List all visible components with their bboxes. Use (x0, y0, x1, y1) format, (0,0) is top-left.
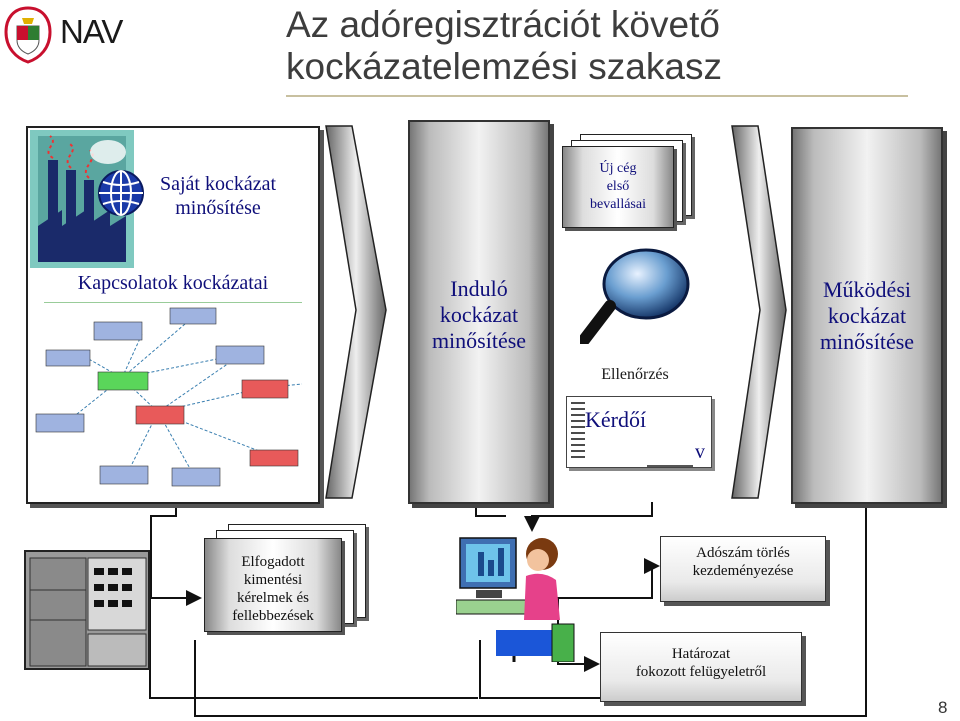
tax-number-deletion-box: Adószám törlés kezdeményezése (660, 536, 826, 602)
network-node (171, 467, 221, 487)
accepted-line-4: fellebbezések (232, 608, 314, 624)
network-node (93, 321, 143, 341)
relations-risk-label: Kapcsolatok kockázatai (77, 272, 269, 294)
operational-risk-line-2: kockázat (827, 303, 907, 328)
questionnaire-label: Kérdőí (585, 407, 647, 432)
page-title: Az adóregisztrációt követő kockázatelemz… (286, 4, 926, 88)
network-node (169, 307, 217, 325)
answer-line (647, 465, 693, 467)
operational-risk-box: Működési kockázat minősítése (791, 127, 943, 504)
network-node (249, 449, 299, 467)
new-company-line-3: bevallásai (590, 197, 646, 212)
initial-risk-line-3: minősítése (431, 328, 527, 353)
decision-line-2: fokozott felügyeletről (635, 664, 767, 680)
questionnaire-suffix: v (695, 441, 705, 463)
relationship-network-graph (35, 307, 303, 487)
initial-risk-line-2: kockázat (439, 302, 519, 327)
initial-risk-box: Induló kockázat minősítése (408, 120, 550, 504)
new-company-returns-card: Új cég első bevallásai (562, 146, 674, 228)
accepted-line-1: Elfogadott (241, 554, 305, 570)
accepted-requests-card: Elfogadott kimentési kérelmek és fellebb… (204, 538, 342, 632)
operational-risk-line-1: Működési (823, 277, 911, 302)
network-node (135, 405, 185, 425)
initial-risk-line-1: Induló (450, 276, 508, 301)
page-number: 8 (938, 698, 948, 717)
new-company-line-2: első (606, 179, 630, 194)
new-company-line-1: Új cég (599, 161, 637, 176)
chevron-arrow-right (731, 125, 787, 499)
own-risk-line-1: Saját kockázat (159, 173, 277, 195)
own-risk-line-2: minősítése (175, 197, 261, 219)
tax-delete-line-1: Adószám törlés (696, 545, 790, 561)
accepted-line-3: kérelmek és (236, 590, 310, 606)
globe-icon (98, 170, 144, 216)
network-node (241, 379, 289, 399)
person-at-computer-icon (456, 537, 575, 662)
questionnaire-card: Kérdőí v (566, 396, 712, 468)
title-line-2: kockázatelemzési szakasz (286, 46, 722, 87)
network-node (45, 349, 91, 367)
operational-risk-line-3: minősítése (819, 329, 915, 354)
decision-box: Határozat fokozott felügyeletről (600, 632, 802, 702)
decision-line-1: Határozat (671, 646, 731, 662)
own-risk-label: Saját kockázat minősítése (138, 172, 298, 220)
coat-of-arms-icon (4, 6, 52, 64)
accepted-line-2: kimentési (243, 572, 303, 588)
tax-delete-line-2: kezdeményezése (692, 563, 794, 579)
magnifier-icon (580, 248, 690, 344)
chevron-arrow-left (325, 125, 387, 499)
factory-illustration (30, 130, 134, 268)
title-divider (286, 95, 908, 97)
network-node (97, 371, 149, 391)
nav-logo (2, 4, 54, 64)
server-cabinet-icon (24, 550, 150, 670)
brand-name: NAV (60, 13, 123, 50)
network-node (215, 345, 265, 365)
spiral-binding-icon (571, 402, 585, 458)
relations-divider (44, 302, 302, 303)
title-line-1: Az adóregisztrációt követő (286, 4, 720, 45)
check-label: Ellenőrzés (601, 366, 669, 383)
network-node (35, 413, 85, 433)
network-node (99, 465, 149, 485)
